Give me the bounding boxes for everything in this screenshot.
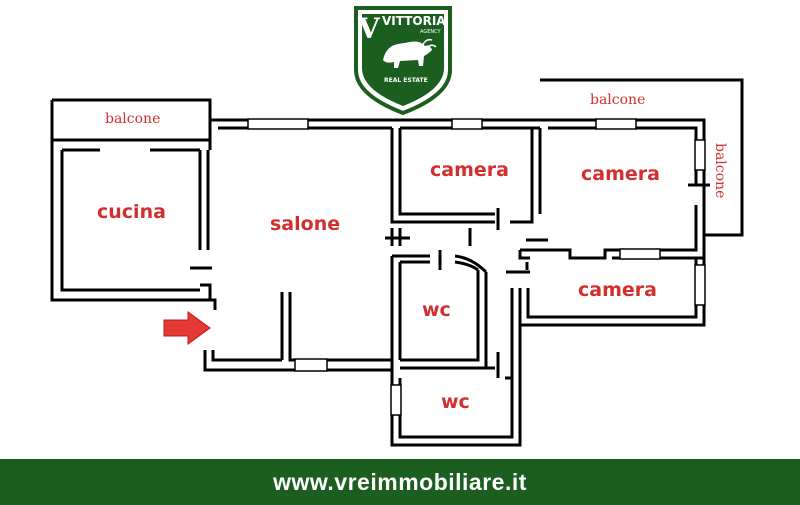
window-camera-1-top <box>451 118 483 130</box>
label-balcone-left: balcone <box>105 111 160 127</box>
wall-hall-right <box>510 288 522 378</box>
window-camera-3-top <box>619 248 661 260</box>
doors <box>190 183 710 378</box>
logo-v: V <box>357 12 381 45</box>
label-salone: salone <box>270 213 340 235</box>
wall-wc-1 <box>392 254 430 264</box>
wall-salone-bottom-2 <box>203 350 392 372</box>
window-salone-bottom <box>294 358 328 372</box>
wall-camera-3 <box>518 250 530 270</box>
label-camera-3: camera <box>578 279 657 301</box>
footer-url[interactable]: www.vreimmobiliare.it <box>273 468 527 495</box>
window-wc-2-left <box>390 384 402 416</box>
windows <box>247 118 706 416</box>
window-camera-2-right <box>694 139 706 171</box>
bull-horns-icon <box>421 38 437 49</box>
wall-camera-2-bottom <box>520 205 698 260</box>
wall-salone-bottom <box>205 298 217 310</box>
logo-brand: VITTORIA <box>382 14 446 28</box>
footer-banner: www.vreimmobiliare.it <box>0 459 800 505</box>
label-cucina: cucina <box>97 201 166 223</box>
logo: V VITTORIA AGENCY REAL ESTATE <box>354 6 452 116</box>
wall-camera-1 <box>390 128 495 224</box>
wall-hall-2 <box>390 256 402 370</box>
entrance-arrow-icon <box>163 311 211 345</box>
label-camera-1: camera <box>430 159 509 181</box>
label-camera-2: camera <box>581 163 660 185</box>
wall-wc-1-door <box>454 254 488 274</box>
room-labels: balcone balcone balcone cucina salone ca… <box>97 92 728 413</box>
wall-salone-inner <box>280 292 392 362</box>
window-camera-2-top <box>595 118 637 130</box>
wall-cucina-left-inner <box>60 150 200 292</box>
logo-agency: AGENCY <box>420 29 442 35</box>
logo-sub: REAL ESTATE <box>384 77 428 84</box>
window-salone-top <box>247 118 309 130</box>
label-wc-1: wc <box>422 299 451 321</box>
wall-cucina-right <box>198 150 210 250</box>
label-balcone-top-right: balcone <box>590 92 645 108</box>
wall-camera-1-right <box>510 128 542 224</box>
bull-icon <box>383 41 432 68</box>
label-wc-2: wc <box>441 391 470 413</box>
window-camera-3-right <box>694 264 706 306</box>
label-balcone-right: balcone <box>712 143 728 198</box>
